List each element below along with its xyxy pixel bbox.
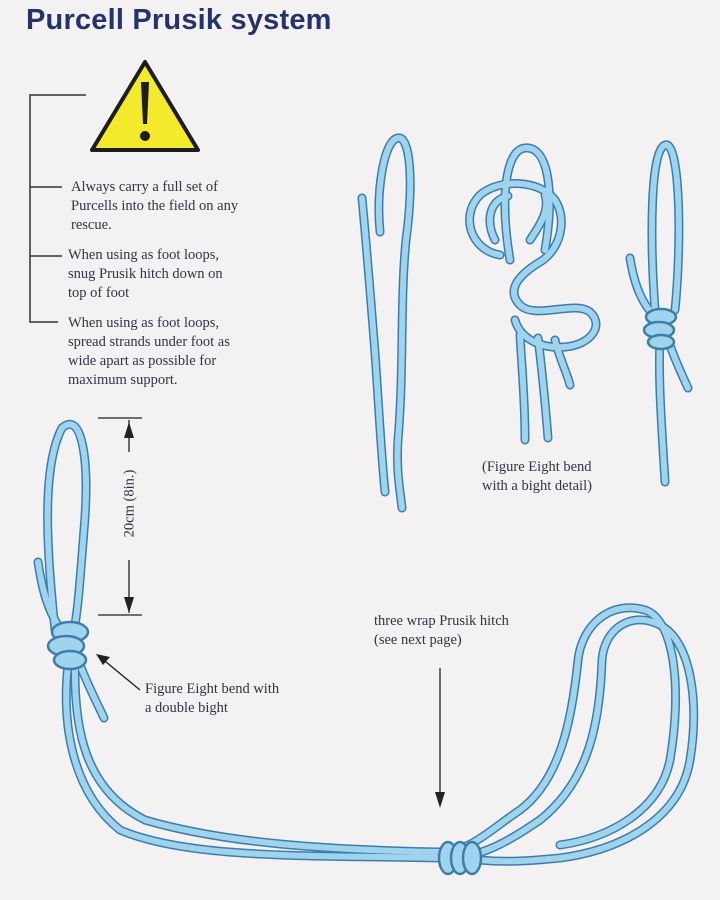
warning-note-1: Always carry a full set of Purcells into… — [71, 179, 239, 233]
label-figure-eight-double: Figure Eight bend with a double bight — [145, 681, 280, 716]
rope-figure-eight-finished — [625, 140, 693, 487]
label-dimension: 20cm (8in.) — [121, 469, 138, 538]
warning-note-2: When using as foot loops, snug Prusik hi… — [68, 247, 223, 301]
rope-purcell-main — [33, 419, 699, 876]
arrow-prusik-hitch — [435, 668, 445, 808]
label-prusik-hitch: three wrap Prusik hitch (see next page) — [374, 613, 509, 648]
label-dimension-wrapper: 20cm (8in.) — [120, 452, 140, 560]
notes-bracket — [29, 94, 86, 323]
page-title: Purcell Prusik system — [26, 4, 332, 36]
warning-triangle-icon — [90, 60, 200, 152]
knot-prusik-hitch — [437, 840, 483, 876]
arrow-figure-eight — [96, 654, 141, 691]
label-figure-eight-detail: (Figure Eight bend with a bight detail) — [482, 459, 592, 494]
knot-figure-eight-double — [46, 620, 90, 671]
warning-note-3: When using as foot loops, spread strands… — [68, 315, 230, 388]
rope-figure-eight-detail — [465, 143, 601, 445]
rope-loop-simple — [357, 133, 415, 513]
